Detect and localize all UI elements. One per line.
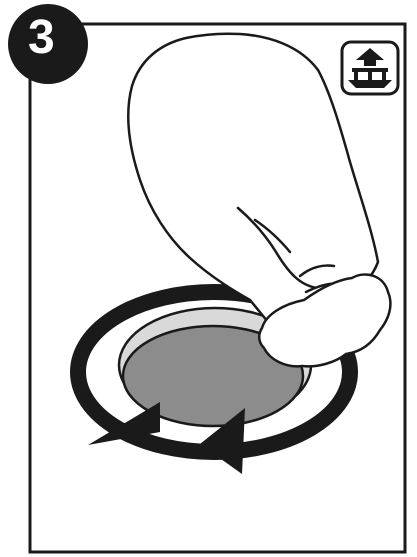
upper-rack-icon	[342, 42, 398, 94]
step-number: 3	[28, 14, 55, 62]
